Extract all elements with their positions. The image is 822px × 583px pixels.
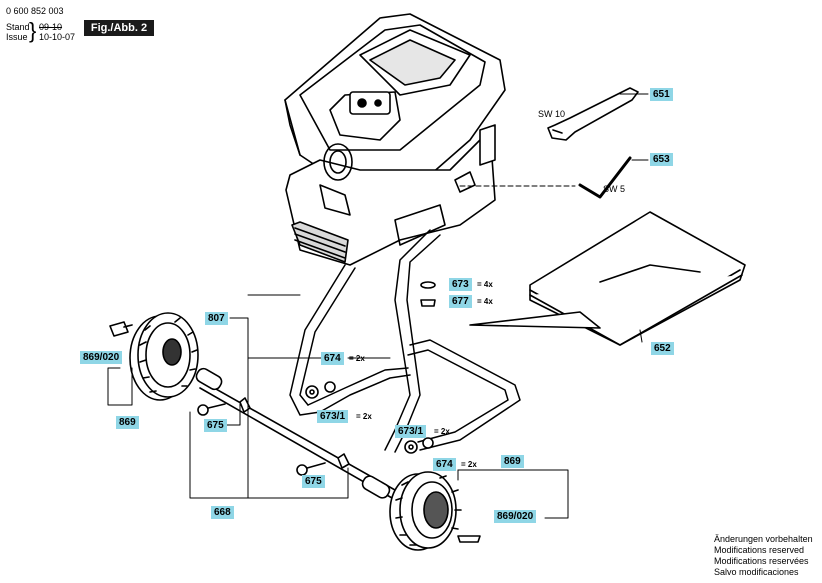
label-sw10: SW 10 (538, 109, 566, 119)
part-label-869-020-right: 869/020 (494, 510, 537, 523)
footer-note-spanish: Salvo modificaciones (714, 567, 799, 577)
qty-673: = 4x (477, 280, 493, 289)
part-label-674-lower: 674 (433, 458, 456, 471)
footer-note-french: Modifications reservées (714, 556, 809, 566)
qty-677: = 4x (477, 297, 493, 306)
figure-title: Fig./Abb. 2 (84, 20, 154, 36)
part-label-677: 677 (449, 295, 472, 308)
qty-674-lower: = 2x (461, 460, 477, 469)
collection-bag (469, 211, 746, 346)
part-label-673-1-left: 673/1 (317, 410, 349, 423)
stand-old-date: 09-10 (39, 22, 63, 32)
label-sw5: SW 5 (603, 184, 626, 194)
left-wheel (129, 312, 199, 401)
part-label-652: 652 (651, 342, 674, 355)
part-label-673-1-right: 673/1 (395, 425, 427, 438)
qty-673-1-right: = 2x (434, 427, 450, 436)
stand-date: 10-10-07 (39, 32, 76, 42)
part-label-653: 653 (650, 153, 673, 166)
footer-note-english: Modifications reserved (714, 545, 805, 555)
wrench-sw10 (547, 87, 639, 141)
part-label-668: 668 (211, 506, 234, 519)
small-parts (109, 281, 481, 543)
part-label-869-left: 869 (116, 416, 139, 429)
right-wheel (389, 471, 462, 551)
stand-label: Stand (6, 22, 30, 32)
leader-lines (107, 93, 649, 519)
part-label-675-right: 675 (302, 475, 325, 488)
brace-icon: } (29, 18, 37, 43)
axle (195, 367, 396, 499)
qty-673-1-left: = 2x (356, 412, 372, 421)
part-label-869-020-left: 869/020 (80, 351, 123, 364)
qty-674-upper: = 2x (349, 354, 365, 363)
part-label-807: 807 (205, 312, 228, 325)
frame-tubes (289, 229, 521, 453)
part-label-651: 651 (650, 88, 673, 101)
part-label-674-upper: 674 (321, 352, 344, 365)
part-label-673: 673 (449, 278, 472, 291)
shredder-housing (284, 13, 506, 266)
part-label-675-left: 675 (204, 419, 227, 432)
part-label-869-right: 869 (501, 455, 524, 468)
issue-label: Issue (6, 32, 28, 42)
footer-note-german: Änderungen vorbehalten (714, 534, 813, 544)
document-number: 0 600 852 003 (6, 6, 64, 16)
allen-key-sw5 (578, 156, 632, 199)
